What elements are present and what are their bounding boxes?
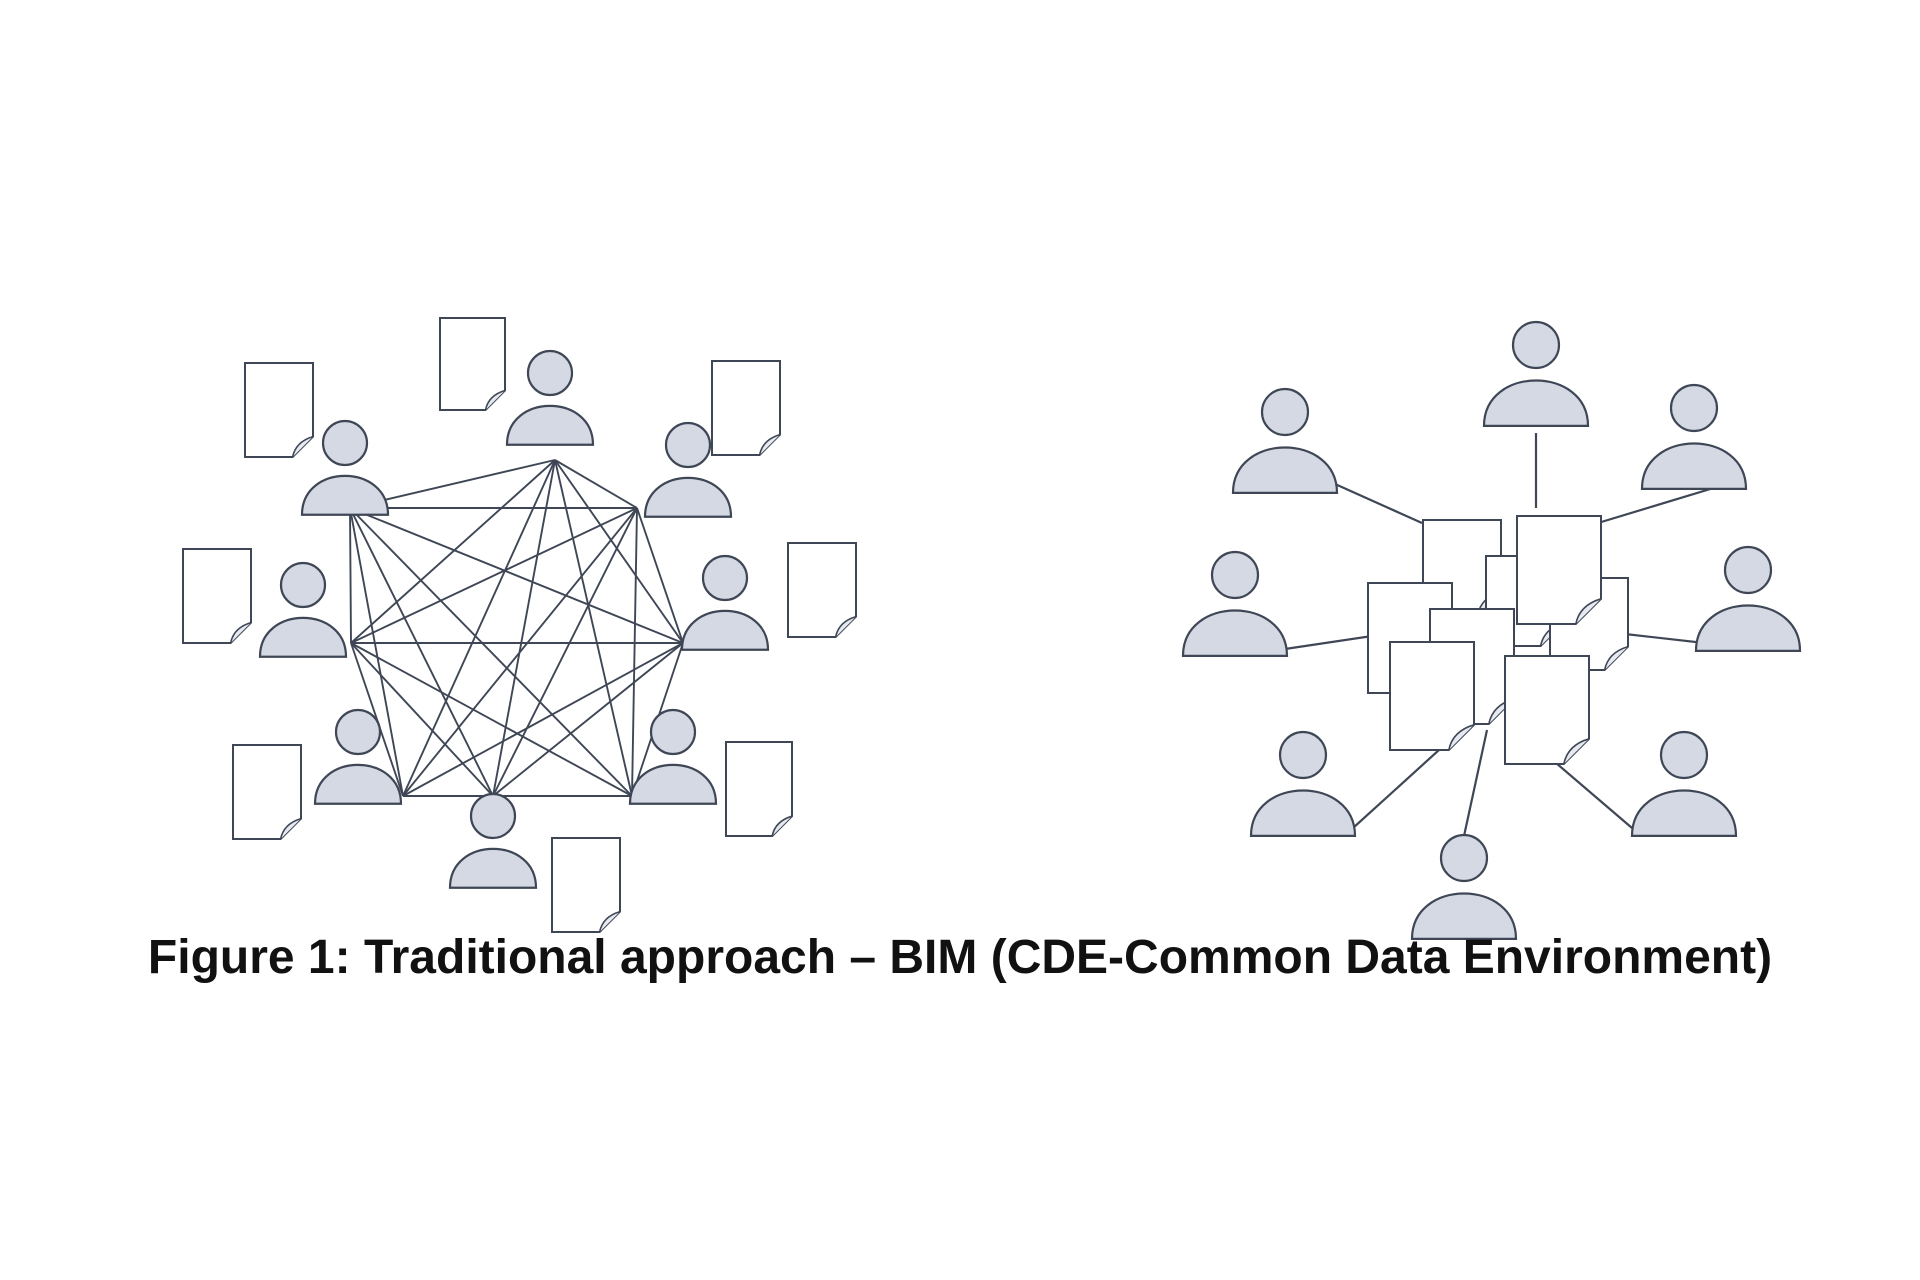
connection-line [402,459,556,797]
connection-line [349,507,404,797]
document-icon [439,317,506,411]
person-icon [628,708,718,805]
connection-line [350,507,638,644]
traditional-people [258,349,770,889]
person-icon [505,349,595,446]
connection-line [350,642,494,797]
connection-line [349,507,352,644]
person-icon [1231,387,1339,494]
connection-line [1334,482,1423,525]
document-icon [711,360,781,456]
document-icon [182,548,252,644]
person-icon [1640,383,1748,490]
connection-line [554,459,684,644]
person-icon [1410,833,1518,940]
person-icon [1249,730,1357,837]
person-icon [1482,320,1590,427]
person-icon [1181,550,1289,657]
scattered-documents [182,317,857,933]
connection-line [350,459,556,644]
bim-people [1181,320,1802,940]
person-icon [258,561,348,658]
connection-line [492,459,556,797]
connection-line [402,642,684,797]
person-icon [448,792,538,889]
connection-line [349,507,684,644]
mesh-connections [349,459,684,797]
connection-line [1352,739,1451,829]
connection-line [492,642,684,797]
document-icon [787,542,857,638]
person-icon [1694,545,1802,652]
connection-line [631,507,638,797]
connection-line [402,507,638,797]
document-icon [232,744,302,840]
connection-line [636,507,684,644]
document-icon [244,362,314,458]
connection-line [349,507,494,797]
person-icon [680,554,770,651]
figure-caption: Figure 1: Traditional approach – BIM (CD… [147,931,1773,984]
document-icon [1516,515,1602,625]
connection-line [1284,634,1373,651]
document-icon [1504,655,1590,765]
connection-line [492,507,638,797]
connection-line [349,507,633,797]
document-icon [725,741,793,837]
person-icon [643,421,733,518]
connection-line [350,642,633,797]
document-icon [1389,641,1475,751]
connection-line [554,459,633,797]
traditional-approach-panel [182,317,857,933]
central-document-stack [1367,515,1629,765]
person-icon [300,419,390,516]
document-icon [551,837,621,933]
connection-line [554,459,638,509]
person-icon [313,708,403,805]
person-icon [1630,730,1738,837]
bim-cde-panel [1181,320,1802,940]
connection-line [1462,729,1489,837]
